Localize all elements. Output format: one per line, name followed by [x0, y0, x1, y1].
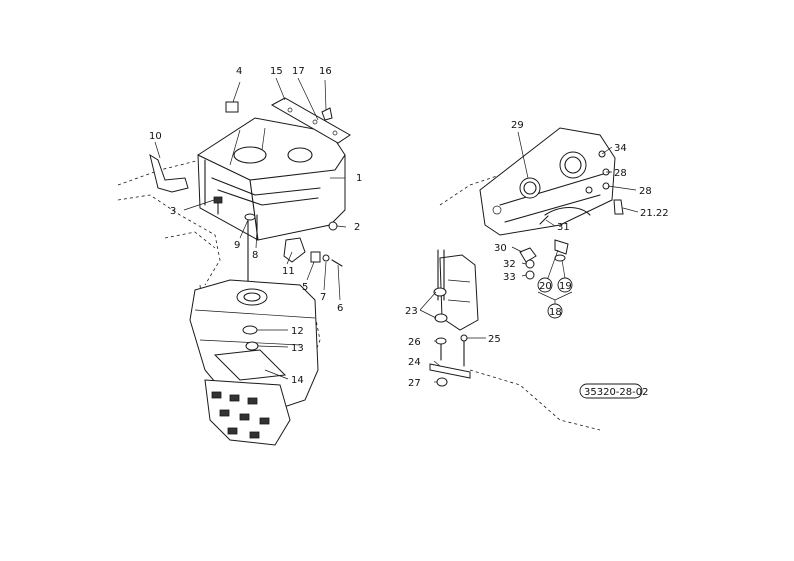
callout-8: 8 — [252, 250, 258, 261]
screw-6 — [331, 259, 343, 267]
callout-1: 1 — [356, 173, 362, 184]
reference-code: 35320-28-02 — [579, 383, 648, 399]
hood-cover — [197, 117, 346, 241]
callout-17: 17 — [292, 66, 305, 77]
switch-parts — [519, 239, 569, 280]
leader-lines — [154, 77, 639, 383]
callout-20-circle — [537, 277, 553, 293]
callout-33: 33 — [503, 272, 516, 283]
callout-18: 18 — [549, 307, 562, 318]
reference-code-text: 35320-28-02 — [584, 387, 648, 398]
callout-25: 25 — [488, 334, 501, 345]
callout-labels: 4 15 17 16 10 1 3 2 9 8 11 5 7 6 12 13 1… — [149, 66, 669, 389]
callout-21-22: 21.22 — [640, 208, 669, 219]
screw-31 — [539, 215, 549, 225]
right-assembly — [429, 127, 624, 431]
callout-15: 15 — [270, 66, 283, 77]
strap-14 — [213, 349, 287, 381]
callout-7: 7 — [320, 292, 326, 303]
callout-30: 30 — [494, 243, 507, 254]
callout-19: 19 — [559, 281, 572, 292]
callout-12: 12 — [291, 326, 304, 337]
bolt-2 — [328, 221, 338, 231]
callout-18-circle — [547, 303, 563, 319]
clip-4 — [225, 101, 239, 113]
callout-24: 24 — [408, 357, 421, 368]
callout-34: 34 — [614, 143, 627, 154]
callout-4: 4 — [236, 66, 242, 77]
callout-19-circle — [557, 277, 573, 293]
callout-2: 2 — [354, 222, 360, 233]
callout-28-lower: 28 — [639, 186, 652, 197]
bracket-11 — [283, 237, 306, 263]
callout-9: 9 — [234, 240, 240, 251]
washer-7 — [322, 254, 330, 262]
filter-bracket — [433, 249, 479, 331]
callout-13: 13 — [291, 343, 304, 354]
callout-32: 32 — [503, 259, 516, 270]
callout-14: 14 — [291, 375, 304, 386]
callout-23: 23 — [405, 306, 418, 317]
part-5 — [310, 251, 321, 263]
reference-code-frame — [579, 383, 643, 399]
bracket-10 — [149, 153, 189, 193]
callout-11: 11 — [282, 266, 295, 277]
callout-28-upper: 28 — [614, 168, 627, 179]
callout-27: 27 — [408, 378, 421, 389]
washer-12 — [242, 325, 258, 335]
switch-21-22 — [613, 199, 624, 215]
callout-6: 6 — [337, 303, 343, 314]
callout-29: 29 — [511, 120, 524, 131]
lower-fittings — [429, 334, 471, 387]
callout-20: 20 — [539, 281, 552, 292]
fastener-16 — [321, 107, 333, 121]
washer-13 — [245, 341, 259, 351]
gasket-15 — [270, 97, 351, 144]
callout-31: 31 — [557, 222, 570, 233]
callout-26: 26 — [408, 337, 421, 348]
callout-16: 16 — [319, 66, 332, 77]
lower-frame — [204, 379, 291, 446]
callout-5: 5 — [302, 282, 308, 293]
left-assembly — [117, 97, 351, 446]
callout-10: 10 — [149, 131, 162, 142]
instrument-panel — [479, 127, 616, 236]
callout-3: 3 — [170, 206, 176, 217]
